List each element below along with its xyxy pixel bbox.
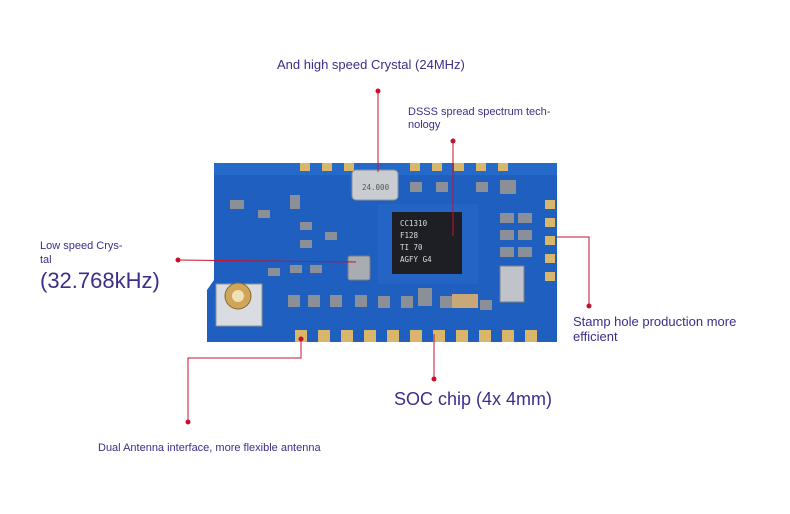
low-speed-crystal (347, 255, 371, 281)
metal-component-right (499, 265, 525, 303)
bottom-stamp-holes (295, 330, 537, 342)
tan-capacitor (452, 294, 478, 308)
high-speed-crystal: 24.000 (351, 169, 399, 201)
crystal-marking: 24.000 (362, 183, 390, 192)
antenna-connector (215, 282, 263, 327)
right-stamp-holes (545, 200, 555, 281)
low-speed-crystal-frequency: (32.768kHz) (40, 268, 160, 293)
low-speed-crystal-label-line2: tal (40, 254, 52, 266)
dsss-label: DSSS spread spectrum tech-nology (408, 106, 551, 131)
crystal-24mhz-label: And high speed Crystal (24MHz) (277, 57, 465, 72)
dual-antenna-label: Dual Antenna interface, more flexible an… (98, 442, 321, 454)
low-speed-crystal-label-line1: Low speed Crys- (40, 240, 123, 252)
top-stamp-holes (300, 163, 508, 171)
pcb-shading (214, 163, 557, 175)
chip-marking-line4: AGFY G4 (400, 255, 432, 264)
passive-components (230, 180, 532, 310)
chip-marking-line2: F128 (400, 231, 419, 240)
pointer-dots (175, 88, 592, 425)
chip-marking-line1: CC1310 (400, 219, 428, 228)
stamp-hole-label: Stamp hole production more efficient (573, 314, 737, 344)
pointer-lines (177, 91, 590, 422)
chip-marking-line3: TI 70 (400, 243, 423, 252)
soc-chip: CC1310 F128 TI 70 AGFY G4 (378, 204, 478, 284)
soc-chip-label: SOC chip (4x 4mm) (394, 389, 553, 409)
